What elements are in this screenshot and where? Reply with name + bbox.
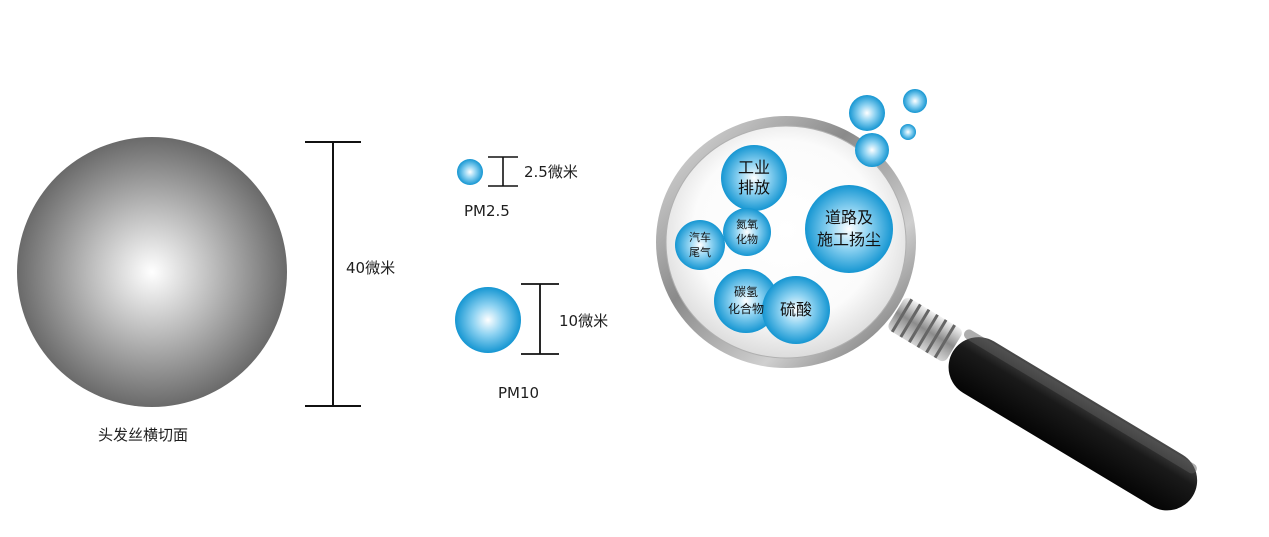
pm10-dimension-label: 10微米: [559, 312, 609, 330]
pm25-scale-bar: [488, 156, 518, 187]
pm10-name-label: PM10: [498, 384, 540, 402]
bubble-road-dust: [805, 185, 893, 273]
source-nox-label: 氮氧 化物: [736, 218, 758, 246]
pm25-dimension-label: 2.5微米: [524, 163, 578, 181]
magnifier-handle: [888, 297, 1198, 511]
bubble-sulfuric-acid: [762, 276, 830, 344]
pm25-particle: [457, 159, 483, 185]
floating-bubble: [855, 133, 889, 167]
floating-bubble: [849, 95, 885, 131]
source-sulfuric-acid-label: 硫酸: [779, 300, 812, 319]
pm25-name-label: PM2.5: [464, 202, 510, 220]
bubble-hydrocarbons: [714, 269, 778, 333]
pm10-scale-bar: [521, 283, 559, 355]
magnifier-spring: [888, 297, 962, 362]
source-hydrocarbons-label: 碳氢 化合物: [727, 285, 764, 316]
hair-dimension-label: 40微米: [346, 259, 396, 277]
hair-caption: 头发丝横切面: [98, 426, 189, 444]
hair-cross-section: [17, 137, 287, 407]
source-industry-label: 工业 排放: [737, 158, 770, 197]
floating-bubble: [900, 124, 916, 140]
bubble-nox: [723, 208, 771, 256]
source-road-dust-label: 道路及 施工扬尘: [816, 208, 881, 249]
bubble-industry: [721, 145, 787, 211]
source-vehicle-label: 汽车 尾气: [689, 231, 711, 259]
floating-bubble: [903, 89, 927, 113]
hair-scale-bar: [305, 141, 361, 407]
pm10-particle: [455, 287, 521, 353]
bubble-vehicle: [675, 220, 725, 270]
